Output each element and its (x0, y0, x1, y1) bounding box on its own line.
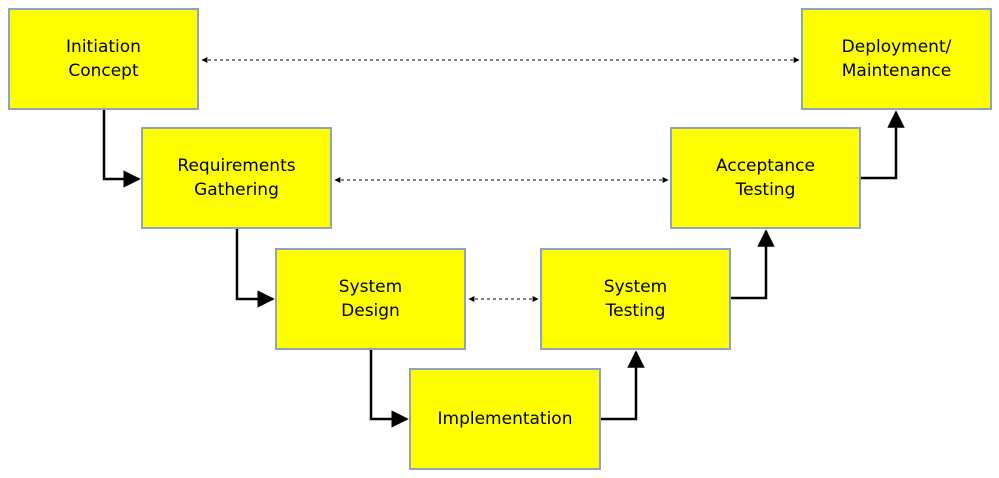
flow-arrow-initiation-to-requirements (102, 110, 141, 188)
implementation-label: Implementation (437, 409, 573, 429)
initiation-label-line1: Initiation (66, 37, 141, 57)
initiation-label-line2: Concept (68, 61, 139, 81)
flow-arrow-design-to-implementation (369, 350, 409, 428)
system-testing-label-line2: Testing (605, 301, 666, 321)
flow-arrow-implementation-to-system-testing (601, 350, 645, 421)
acceptance-testing-label-line2: Testing (735, 180, 796, 200)
deployment-maintenance-box: Deployment/Maintenance (801, 8, 992, 110)
implementation-box: Implementation (409, 368, 601, 470)
system-testing-label-line1: System (603, 277, 668, 297)
deployment-label-line2: Maintenance (841, 61, 952, 81)
requirements-label-line2: Gathering (194, 180, 279, 200)
deployment-label-line1: Deployment/ (841, 37, 952, 57)
flow-arrow-acceptance-to-deployment (861, 110, 905, 180)
system-design-label-line2: Design (341, 301, 400, 321)
requirements-label-line1: Requirements (177, 156, 296, 176)
acceptance-testing-label-line1: Acceptance (716, 156, 815, 176)
system-design-label-line1: System (338, 277, 403, 297)
flow-arrow-requirements-to-design (235, 229, 275, 308)
flow-arrow-system-testing-to-acceptance (731, 229, 775, 300)
